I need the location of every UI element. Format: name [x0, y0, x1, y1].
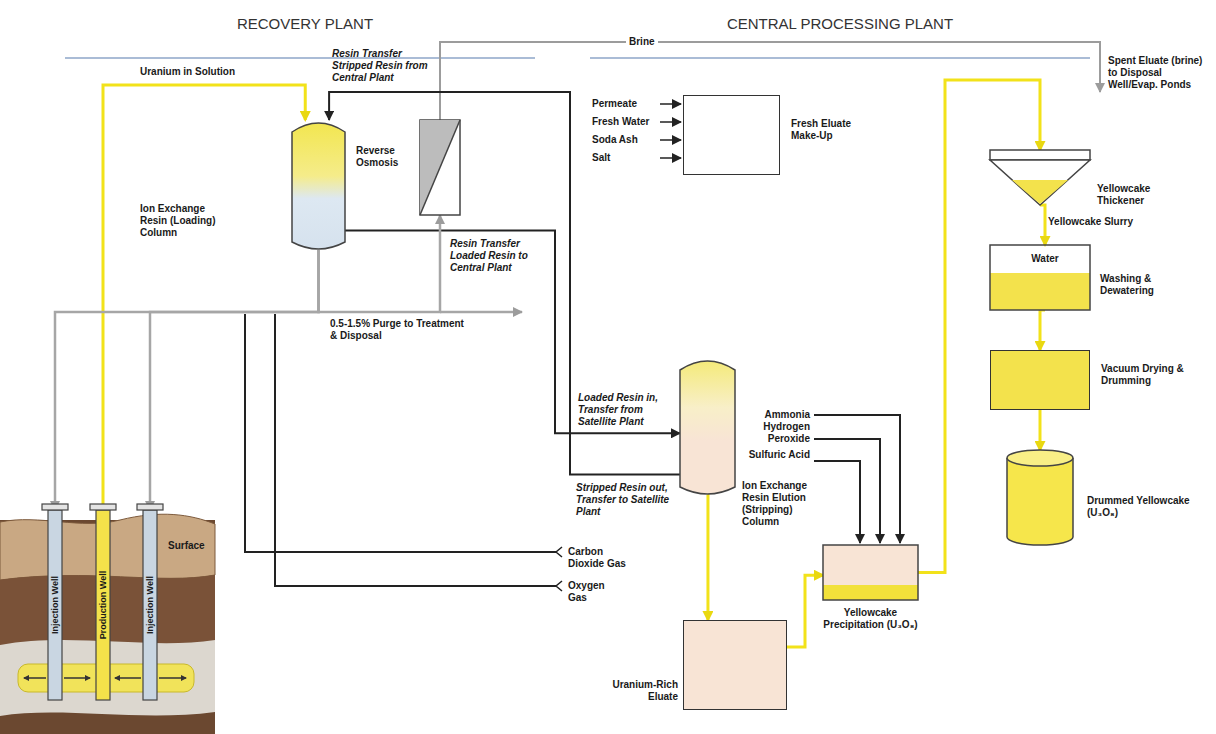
- elution-column: Ion Exchange Resin Elution (Stripping) C…: [680, 358, 735, 495]
- header-rule: [65, 57, 535, 59]
- node-label: Yellowcake Thickener: [1097, 183, 1197, 207]
- production-well: Production Well: [96, 510, 110, 700]
- transfer-note: Stripped Resin out, Transfer to Satellit…: [576, 482, 676, 518]
- co2-line: [245, 314, 556, 552]
- flow-connector: [329, 92, 680, 474]
- injection-well: Injection Well: [48, 510, 62, 700]
- ground-label: Surface: [168, 540, 212, 552]
- feed-label: Permeate: [592, 98, 658, 110]
- connector-label: Resin Transfer Stripped Resin from Centr…: [332, 48, 432, 84]
- thickener-outline: [990, 150, 1090, 205]
- feed-chevron: [556, 581, 562, 591]
- purge-line: [440, 311, 522, 314]
- precipitation-tank: Yellowcake Precipitation (U₃O₈): [823, 545, 918, 600]
- gas-label: Carbon Dioxide Gas: [568, 546, 632, 570]
- flow-connector: [103, 85, 305, 510]
- flow-connector: [706, 495, 709, 620]
- precipitation-tank-outline: [823, 545, 918, 600]
- node-label: Reverse Osmosis: [356, 145, 414, 169]
- connector-label: Resin Transfer Loaded Resin to Central P…: [450, 238, 550, 274]
- stream-label: Spent Eluate (brine) to Disposal Well/Ev…: [1108, 55, 1210, 91]
- node-label: Vacuum Drying & Drumming: [1101, 363, 1201, 387]
- section-heading: CENTRAL PROCESSING PLANT: [700, 14, 980, 33]
- dryer-box: Vacuum Drying & Drumming: [990, 350, 1090, 410]
- stream-label: 0.5-1.5% Purge to Treatment & Disposal: [330, 318, 470, 342]
- flow-connector: [1040, 205, 1045, 245]
- loading-column-outline: [292, 120, 345, 250]
- flow-connector: [1039, 410, 1042, 450]
- reagent-label: Hydrogen Peroxide: [740, 421, 810, 445]
- feed-label: Salt: [592, 152, 658, 164]
- node-label: Uranium-Rich Eluate: [604, 679, 678, 703]
- flow-connector: [150, 250, 319, 510]
- flow-connector: [345, 231, 680, 434]
- node-label: Washing & Dewatering: [1100, 273, 1200, 297]
- flow-connector: [1040, 310, 1045, 350]
- node-label: Ion Exchange Resin Elution (Stripping) C…: [742, 480, 822, 528]
- reverse-osmosis-unit-outline: [420, 120, 460, 215]
- inside-text: Water: [990, 253, 1100, 265]
- gas-label: Oxygen Gas: [568, 580, 624, 604]
- thickener: Yellowcake Thickener: [990, 150, 1090, 205]
- node-label: Fresh Eluate Make-Up: [791, 118, 871, 142]
- feed-label: Soda Ash: [592, 134, 658, 146]
- product-drum: Drummed Yellowcake (U₃O₈): [1007, 450, 1073, 545]
- flow-connector: [55, 250, 319, 510]
- stream-label: Brine: [626, 36, 658, 48]
- reagent-feeds: [814, 415, 900, 543]
- feed-chevron: [556, 547, 562, 557]
- reverse-osmosis-unit: Reverse Osmosis: [420, 120, 460, 215]
- node-label: Injection Well: [144, 510, 156, 700]
- node-label: Yellowcake Precipitation (U₃O₈): [818, 607, 923, 631]
- injection-well: Injection Well: [143, 510, 157, 700]
- feed-label: Fresh Water: [592, 116, 658, 128]
- makeup-tank: Fresh Eluate Make-Up: [683, 95, 780, 175]
- transfer-note: Loaded Resin in, Transfer from Satellite…: [578, 392, 678, 428]
- reagent-label: Ammonia: [740, 409, 810, 421]
- node-label: Injection Well: [49, 510, 61, 700]
- node-label: Ion Exchange Resin (Loading) Column: [140, 203, 235, 239]
- node-label: Drummed Yellowcake (U₃O₈): [1087, 495, 1197, 519]
- washing-tank: WaterWashing & Dewatering: [990, 245, 1100, 310]
- makeup-feeds: [660, 104, 681, 158]
- node-label: Production Well: [97, 510, 109, 700]
- loading-column: Ion Exchange Resin (Loading) Column: [292, 120, 345, 250]
- section-heading: RECOVERY PLANT: [180, 14, 430, 33]
- header-rule: [590, 57, 1090, 59]
- flow-connector: [787, 575, 823, 647]
- product-drum-outline: [1007, 450, 1073, 545]
- oxygen-line: [275, 314, 556, 586]
- eluate-tank: Uranium-Rich Eluate: [683, 620, 787, 710]
- elution-column-outline: [680, 358, 735, 495]
- connector-label: Uranium in Solution: [140, 66, 260, 78]
- connector-label: Yellowcake Slurry: [1048, 216, 1158, 228]
- reagent-label: Sulfuric Acid: [740, 449, 810, 461]
